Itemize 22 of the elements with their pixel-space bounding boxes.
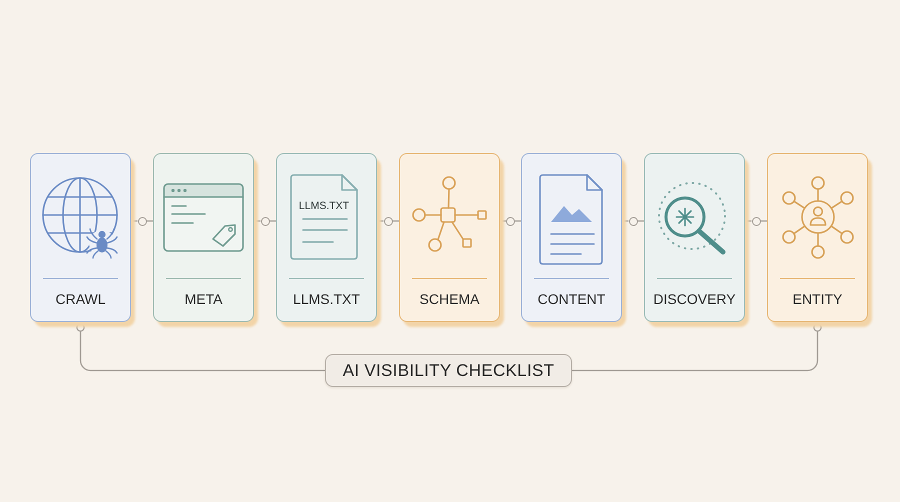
step-card <box>521 153 626 327</box>
step-card <box>399 153 504 327</box>
junction-circle <box>138 216 146 226</box>
junction-circle <box>260 216 270 226</box>
junction-circle <box>506 216 515 226</box>
step-card <box>153 153 258 327</box>
step-card <box>30 153 135 327</box>
step-label: CRAWL <box>55 290 106 308</box>
file-name-text: LLMS.TXT <box>298 200 350 212</box>
step-label: META <box>184 290 222 308</box>
checklist-banner: AI VISIBILITY CHECKLIST <box>325 354 572 387</box>
step-label: DISCOVERY <box>653 290 736 308</box>
step-label: CONTENT <box>538 290 606 308</box>
step-label: ENTITY <box>792 290 842 308</box>
step-label: LLMS.TXT <box>293 290 360 308</box>
junction-circle <box>628 216 638 226</box>
step-label: SCHEMA <box>420 290 480 308</box>
step-card <box>276 153 381 327</box>
step-card <box>767 153 872 327</box>
junction-circle <box>752 216 760 226</box>
step-card <box>644 153 749 327</box>
junction-circle <box>384 216 392 226</box>
